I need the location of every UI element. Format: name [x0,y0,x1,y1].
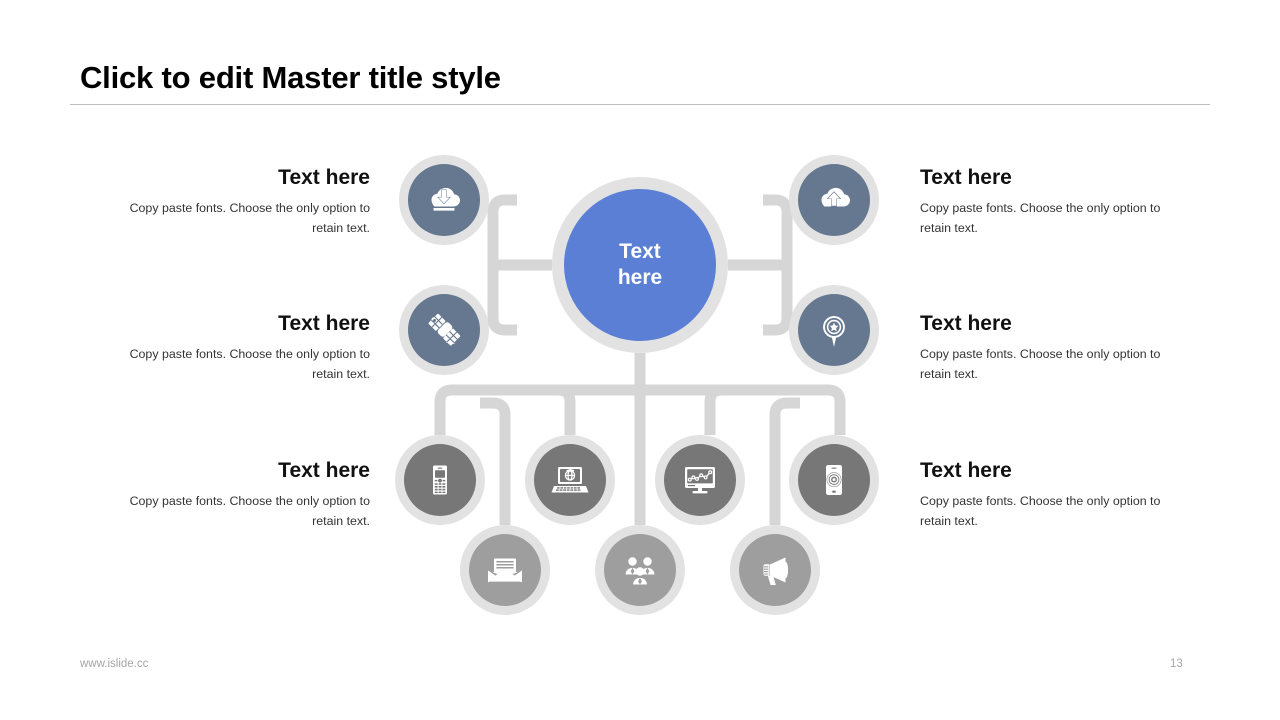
node-icon-wrap [534,444,606,516]
laptop-globe-icon [551,467,589,493]
cloud-download-icon [431,187,460,211]
map-pin-star-icon [823,316,845,347]
node-mobile-phone[interactable] [395,435,485,525]
text-block-body: Copy paste fonts. Choose the only option… [129,347,370,382]
node-megaphone[interactable] [730,525,820,615]
people-group-icon [625,557,655,585]
text-block-right-top: Text here Copy paste fonts. Choose the o… [920,166,1170,238]
page-number: 13 [1170,658,1183,670]
monitor-chart-icon [685,467,715,494]
text-block-heading: Text here [920,312,1012,335]
node-satellite[interactable] [399,285,489,375]
node-icon-wrap [664,444,736,516]
text-block-heading: Text here [278,459,370,482]
node-icon-wrap [408,294,480,366]
text-block-body: Copy paste fonts. Choose the only option… [129,201,370,236]
text-block-heading: Text here [920,166,1012,189]
node-icon-wrap [404,444,476,516]
node-monitor-chart[interactable] [655,435,745,525]
text-block-left-top: Text here Copy paste fonts. Choose the o… [120,166,370,238]
text-block-left-middle: Text here Copy paste fonts. Choose the o… [120,312,370,384]
text-block-heading: Text here [920,459,1012,482]
text-block-body: Copy paste fonts. Choose the only option… [920,347,1161,382]
node-icon-wrap [739,534,811,606]
footer-url: www.islide.cc [80,658,149,670]
megaphone-icon [763,557,789,585]
text-block-body: Copy paste fonts. Choose the only option… [920,201,1161,236]
text-block-body: Copy paste fonts. Choose the only option… [920,494,1161,529]
text-block-heading: Text here [278,166,370,189]
title-divider [70,104,1210,105]
cloud-upload-icon [821,187,850,207]
mobile-phone-icon [433,465,447,495]
node-cloud-download[interactable] [399,155,489,245]
node-envelope[interactable] [460,525,550,615]
text-block-body: Copy paste fonts. Choose the only option… [129,494,370,529]
node-icon-wrap [604,534,676,606]
node-icon-wrap [798,444,870,516]
node-icon-wrap [798,164,870,236]
node-icon-wrap [408,164,480,236]
text-block-right-middle: Text here Copy paste fonts. Choose the o… [920,312,1170,384]
envelope-icon [488,558,522,583]
node-smartphone-target[interactable] [789,435,879,525]
node-laptop-globe[interactable] [525,435,615,525]
text-block-left-bottom: Text here Copy paste fonts. Choose the o… [120,459,370,531]
page-title: Click to edit Master title style [80,60,501,95]
node-people-group[interactable] [595,525,685,615]
text-block-heading: Text here [278,312,370,335]
node-icon-wrap [469,534,541,606]
node-icon-wrap [798,294,870,366]
satellite-icon [428,313,461,346]
text-block-right-bottom: Text here Copy paste fonts. Choose the o… [920,459,1170,531]
node-cloud-upload[interactable] [789,155,879,245]
connector-lines [434,194,846,525]
smartphone-target-icon [826,465,842,495]
node-map-pin-star[interactable] [789,285,879,375]
